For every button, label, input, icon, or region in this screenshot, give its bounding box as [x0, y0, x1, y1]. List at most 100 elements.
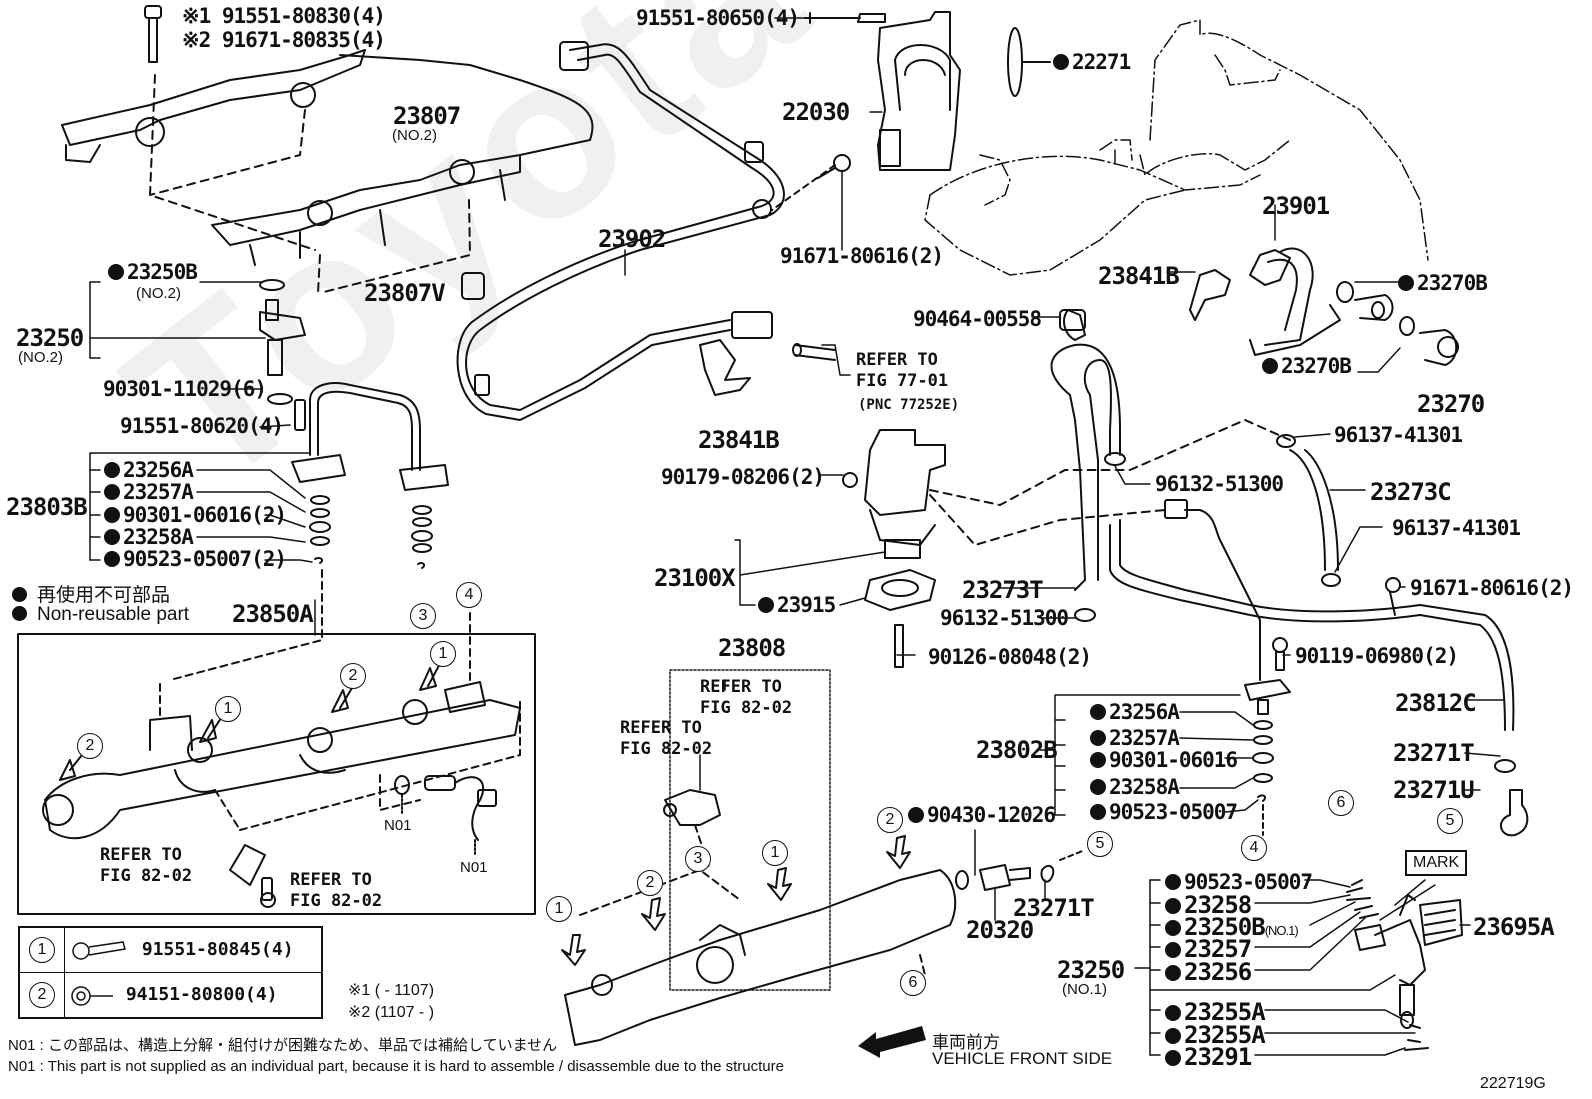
label-23915[interactable]: 23915 — [758, 593, 836, 617]
label-left-90523-05007[interactable]: 90523-05007(2) — [104, 549, 287, 570]
label-n01-a[interactable]: N01 — [384, 817, 412, 834]
label-23273c[interactable]: 23273C — [1370, 478, 1452, 506]
label-23100x[interactable]: 23100X — [654, 564, 736, 592]
non-reusable-dot-icon — [1165, 874, 1181, 890]
label-23841b-upper[interactable]: 23841B — [1098, 262, 1180, 290]
part-number: 94151-80800(4) — [125, 984, 278, 1005]
label-left-23257a[interactable]: 23257A — [104, 482, 194, 503]
refer-fig-82-02-a[interactable]: REFER TO FIG 82-02 — [100, 845, 193, 886]
label-23695a[interactable]: 23695A — [1473, 913, 1555, 941]
label-23273t[interactable]: 23273T — [962, 576, 1044, 604]
table-cell-part[interactable]: 94151-80800(4) — [64, 972, 323, 1019]
label-91671-80616-top[interactable]: 91671-80616(2) — [780, 244, 944, 268]
part-number: 23255A — [1184, 1021, 1266, 1049]
label-bottom-23257[interactable]: 23257 — [1165, 937, 1252, 961]
label-90179-08206[interactable]: 90179-08206(2) — [661, 465, 825, 489]
refer-fig-82-02-b[interactable]: REFER TO FIG 82-02 — [290, 870, 383, 911]
label-23841b-lower[interactable]: 23841B — [698, 426, 780, 454]
bolt-91671-80616-top — [817, 154, 851, 251]
label-20320[interactable]: 20320 — [966, 916, 1034, 944]
fuel-pipe-23802b-flange — [1244, 679, 1291, 836]
non-reusable-dot-icon — [104, 529, 120, 545]
label-23901[interactable]: 23901 — [1262, 192, 1330, 220]
callout-4: 4 — [1241, 835, 1267, 861]
label-90301-11029[interactable]: 90301-11029(6) — [103, 377, 267, 401]
label-bottom-90523-05007[interactable]: 90523-05007 — [1165, 872, 1313, 893]
label-23807v[interactable]: 23807V — [364, 279, 446, 307]
label-bottom-23256[interactable]: 23256 — [1165, 960, 1252, 984]
label-23250b-no2-sub: (NO.2) — [136, 285, 181, 302]
label-bottom-23291[interactable]: 23291 — [1165, 1045, 1252, 1069]
label-23271t-bottom[interactable]: 23271T — [1013, 894, 1095, 922]
table-row: 2 94151-80800(4) — [18, 972, 323, 1019]
label-91551-80620[interactable]: 91551-80620(4) — [120, 414, 284, 438]
label-23250-no1[interactable]: 23250 — [1057, 956, 1125, 984]
callout-6: 6 — [900, 970, 926, 996]
label-right-90523-05007[interactable]: 90523-05007 — [1090, 802, 1238, 823]
delivery-pipe-no2-lower — [211, 79, 594, 266]
label-23802b[interactable]: 23802B — [976, 736, 1058, 764]
label-91551-80830[interactable]: ※1 91551-80830(4) — [182, 4, 386, 28]
throttle-body-22030 — [877, 11, 961, 171]
label-96132-51300-lower[interactable]: 96132-51300 — [940, 606, 1069, 630]
label-23812c[interactable]: 23812C — [1395, 689, 1477, 717]
label-left-23258a[interactable]: 23258A — [104, 525, 194, 549]
callout-5: 5 — [1437, 808, 1463, 834]
refer-fig-82-02-c[interactable]: REFER TO FIG 82-02 — [700, 677, 793, 718]
label-right-90301-06016[interactable]: 90301-06016 — [1090, 750, 1238, 771]
refer-fig-77-01[interactable]: REFER TO FIG 77-01 — [856, 350, 949, 391]
label-23270[interactable]: 23270 — [1417, 390, 1485, 418]
label-left-23256a[interactable]: 23256A — [104, 458, 194, 482]
non-reusable-dot-icon — [1090, 804, 1106, 820]
table-cell-part[interactable]: 91551-80845(4) — [64, 926, 323, 973]
label-23902[interactable]: 23902 — [598, 225, 666, 253]
non-reusable-dot-icon — [104, 462, 120, 478]
label-23270b-lower[interactable]: 23270B — [1262, 356, 1352, 377]
part-number: 23258A — [123, 525, 194, 549]
hose-23901 — [1249, 247, 1341, 356]
label-91671-80616-right[interactable]: 91671-80616(2) — [1410, 576, 1574, 600]
label-91551-80650[interactable]: 91551-80650(4) — [636, 6, 800, 30]
label-23803b[interactable]: 23803B — [6, 493, 88, 521]
label-96137-41301-lower[interactable]: 96137-41301 — [1392, 516, 1521, 540]
label-23807[interactable]: 23807 — [393, 102, 461, 130]
label-23271u[interactable]: 23271U — [1393, 776, 1475, 804]
refer-fig-82-02-d[interactable]: REFER TO FIG 82-02 — [620, 718, 713, 759]
bolt-91551-80830 — [144, 5, 162, 63]
label-23250b-no2[interactable]: 23250B — [108, 262, 198, 283]
label-22271[interactable]: 22271 — [1053, 52, 1131, 73]
label-bottom-23250b[interactable]: 23250B(NO.1) — [1165, 915, 1299, 939]
part-number: 23915 — [777, 593, 836, 617]
part-number: 23256A — [123, 458, 194, 482]
label-bottom-23255a-2[interactable]: 23255A — [1165, 1021, 1266, 1049]
label-23850a[interactable]: 23850A — [232, 600, 314, 628]
label-23271t-right[interactable]: 23271T — [1393, 739, 1475, 767]
label-n01-b[interactable]: N01 — [460, 859, 488, 876]
label-right-23257a[interactable]: 23257A — [1090, 728, 1180, 749]
label-bottom-23255a-1[interactable]: 23255A — [1165, 1000, 1266, 1024]
label-96132-51300-upper[interactable]: 96132-51300 — [1155, 472, 1284, 496]
clamp-90464-00558 — [1063, 309, 1086, 341]
label-90119-06980[interactable]: 90119-06980(2) — [1295, 644, 1459, 668]
label-23250-no2[interactable]: 23250 — [16, 324, 84, 352]
label-right-23258a[interactable]: 23258A — [1090, 777, 1180, 798]
label-22030[interactable]: 22030 — [782, 98, 850, 126]
label-bottom-23258[interactable]: 23258 — [1165, 893, 1252, 917]
label-90126-08048[interactable]: 90126-08048(2) — [928, 645, 1092, 669]
label-23808[interactable]: 23808 — [718, 634, 786, 662]
bolt-91671-80616-right — [1385, 577, 1401, 616]
sensor-20320 — [955, 849, 1086, 891]
label-right-23256a[interactable]: 23256A — [1090, 702, 1180, 723]
label-left-90301-06016[interactable]: 90301-06016(2) — [104, 505, 287, 526]
label-90464-00558[interactable]: 90464-00558 — [913, 307, 1042, 331]
label-23270b-upper[interactable]: 23270B — [1398, 273, 1488, 294]
label-96137-41301-upper[interactable]: 96137-41301 — [1334, 423, 1463, 447]
non-reusable-dot-icon — [1165, 942, 1181, 958]
label-90430-12026[interactable]: 90430-12026 — [908, 805, 1056, 826]
callout-1: 1 — [430, 641, 456, 667]
non-reusable-dot-icon — [104, 507, 120, 523]
assembly-dashed-lines — [149, 74, 471, 294]
label-91671-80835[interactable]: ※2 91671-80835(4) — [182, 28, 386, 52]
callout-2: 2 — [29, 982, 55, 1008]
